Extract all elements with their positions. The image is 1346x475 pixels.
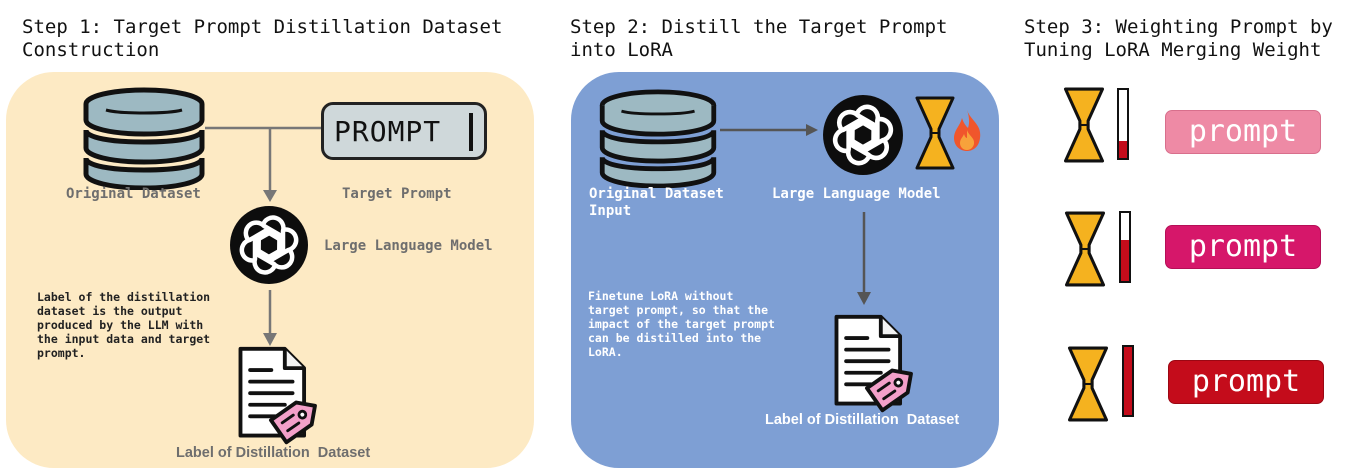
lora-icon	[1060, 86, 1108, 164]
label-of-distillation-dataset: Label of Distillation Dataset	[176, 445, 371, 461]
step1-title: Step 1: Target Prompt Distillation Datas…	[22, 16, 503, 61]
label-document-icon	[832, 313, 920, 419]
label-of-distillation-dataset: Label of Distillation Dataset	[765, 412, 960, 428]
prompt-badge: PROMPT	[321, 102, 487, 160]
weight-meter	[1122, 345, 1134, 417]
weight-meter	[1117, 88, 1129, 160]
prompt-chip: prompt	[1165, 225, 1321, 269]
step2-panel	[571, 72, 999, 468]
step2-note: Finetune LoRA without target prompt, so …	[588, 289, 775, 359]
weight-meter	[1119, 211, 1131, 283]
llm-label: Large Language Model	[772, 186, 941, 202]
prompt-chip: prompt	[1165, 110, 1321, 154]
step1-note: Label of the distillation dataset is the…	[37, 290, 211, 360]
lora-icon	[1064, 345, 1112, 423]
lora-icon	[1061, 210, 1109, 288]
cursor-icon	[469, 113, 473, 151]
weight-meter-fill	[1124, 347, 1132, 415]
step2-title: Step 2: Distill the Target Prompt into L…	[570, 16, 948, 61]
weight-meter-fill	[1119, 141, 1127, 158]
llm-icon	[822, 94, 904, 176]
original-dataset-input-label: Original Dataset Input	[589, 186, 724, 219]
step3-title: Step 3: Weighting Prompt by Tuning LoRA …	[1024, 16, 1333, 61]
llm-label: Large Language Model	[324, 238, 493, 254]
prompt-chip: prompt	[1168, 360, 1324, 404]
database-icon	[596, 88, 720, 188]
original-dataset-label: Original Dataset	[66, 186, 201, 202]
fire-icon	[954, 110, 981, 151]
prompt-badge-text: PROMPT	[334, 115, 442, 148]
target-prompt-label: Target Prompt	[342, 186, 452, 202]
weight-meter-fill	[1121, 240, 1129, 281]
